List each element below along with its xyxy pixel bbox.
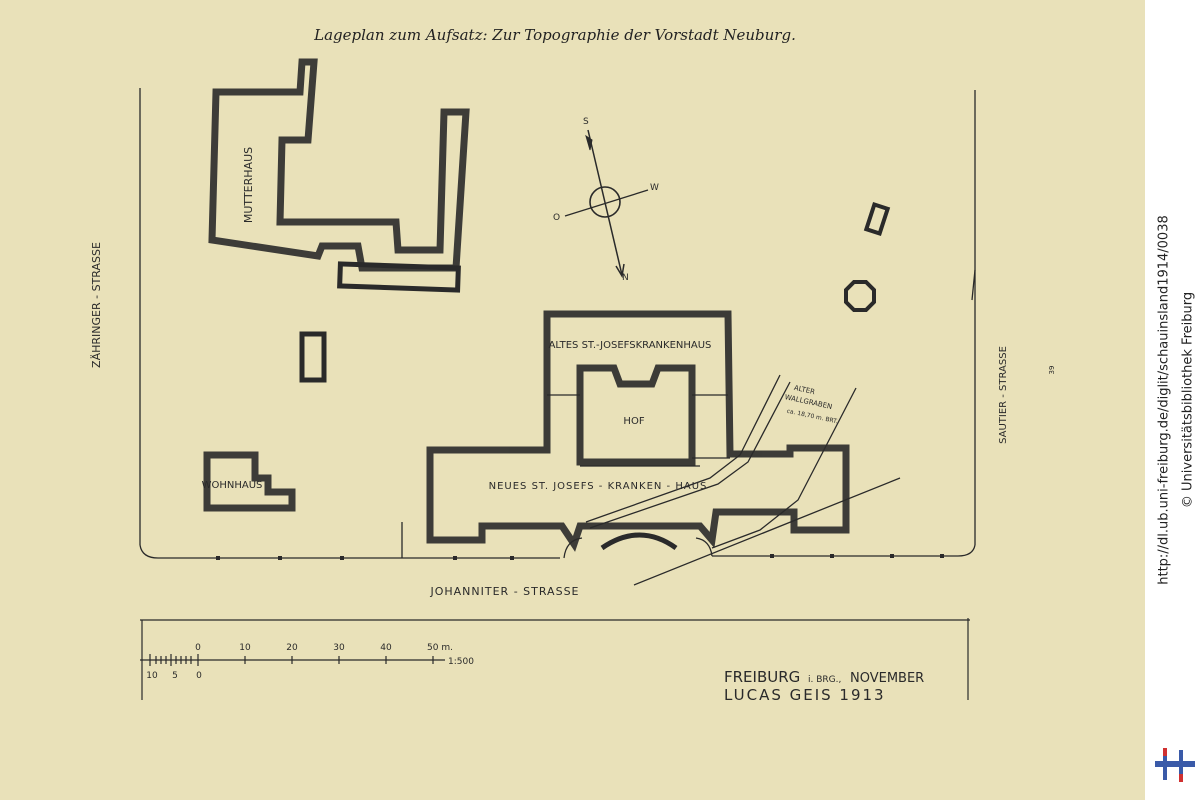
compass-o: O <box>553 213 560 223</box>
shed-long <box>337 261 461 293</box>
small-shed <box>863 201 891 237</box>
property-boundary <box>139 88 976 559</box>
fence-posts <box>216 554 944 560</box>
signature-brg: i. BRG., <box>808 675 841 685</box>
map-page <box>0 0 1145 800</box>
scale-tick-10: 10 <box>239 643 251 653</box>
label-wohnhaus: WOHNHAUS <box>202 480 263 491</box>
sidebar-url[interactable]: http://dl.ub.uni-freiburg.de/diglit/scha… <box>1156 215 1172 585</box>
signature-author: LUCAS GEIS 1913 <box>724 686 886 704</box>
mutterhaus-building <box>208 58 470 272</box>
label-alter: ALTER <box>793 384 816 396</box>
library-logo-icon <box>1155 748 1195 782</box>
compass-w: W <box>650 183 659 193</box>
signature-city: FREIBURG <box>724 668 800 686</box>
compass-rose <box>564 129 649 279</box>
site-plan: Lageplan zum Aufsatz: Zur Topographie de… <box>90 26 1056 704</box>
scale-tick-20: 20 <box>286 643 298 653</box>
scale-tick-sub-0: 0 <box>196 671 202 681</box>
library-sidebar <box>1145 0 1202 800</box>
label-neues-krankenhaus: NEUES ST. JOSEFS - KRANKEN - HAUS <box>489 481 708 492</box>
label-johanniter-strasse: JOHANNITER - STRASSE <box>429 585 579 598</box>
scale-tick-30: 30 <box>333 643 345 653</box>
label-altes-krankenhaus: ALTES ST.-JOSEFSKRANKENHAUS <box>549 340 712 351</box>
octagon-pavilion <box>844 280 876 312</box>
page-number: 39 <box>1048 366 1056 375</box>
scale-ratio: 1:500 <box>448 657 474 667</box>
wohnhaus-building <box>203 451 296 512</box>
alter-wallgraben <box>585 374 901 586</box>
compass-s: S <box>583 117 589 127</box>
scale-tick-40: 40 <box>380 643 392 653</box>
hof-courtyard <box>576 364 696 466</box>
label-zahringer-strasse: ZÄHRINGER - STRASSE <box>90 242 103 368</box>
label-hof: HOF <box>623 416 644 427</box>
altes-krankenhaus-building <box>426 310 850 552</box>
label-mutterhaus: MUTTERHAUS <box>242 147 255 223</box>
label-sautier-strasse: SAUTIER - STRASSE <box>998 346 1009 444</box>
scale-tick-50: 50 m. <box>427 643 453 653</box>
scale-bar <box>140 654 445 666</box>
scale-tick-sub-5: 5 <box>172 671 178 681</box>
gate-arch <box>600 532 678 551</box>
signature-month: NOVEMBER <box>850 671 924 686</box>
scale-tick-0: 0 <box>195 643 201 653</box>
compass-n: N <box>622 273 629 283</box>
plan-title: Lageplan zum Aufsatz: Zur Topographie de… <box>313 26 796 44</box>
scale-tick-sub-10: 10 <box>146 671 158 681</box>
sidebar-copyright: © Universitätsbibliothek Freiburg <box>1180 291 1196 509</box>
small-building <box>299 331 327 383</box>
